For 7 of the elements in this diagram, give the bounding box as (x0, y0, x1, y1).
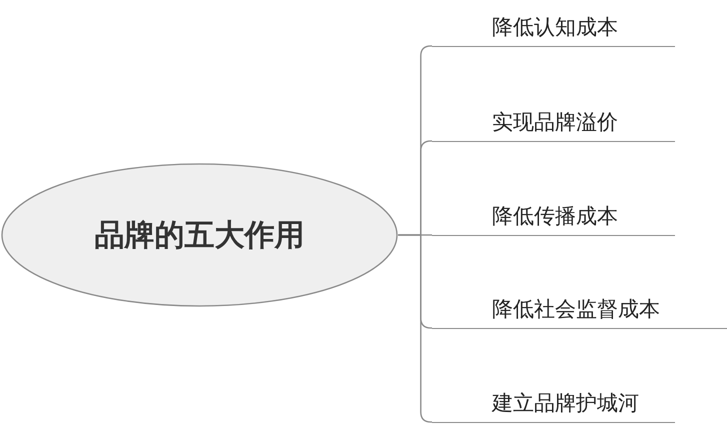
topic-ellipse (1, 163, 398, 307)
branch-label: 建立品牌护城河 (432, 383, 675, 423)
branch-label: 降低认知成本 (432, 7, 675, 47)
branch-label: 实现品牌溢价 (432, 102, 675, 142)
branch-label: 降低社会监督成本 (432, 289, 727, 329)
topic-text: 品牌的五大作用 (94, 216, 306, 254)
branch-label: 降低传播成本 (432, 196, 675, 236)
